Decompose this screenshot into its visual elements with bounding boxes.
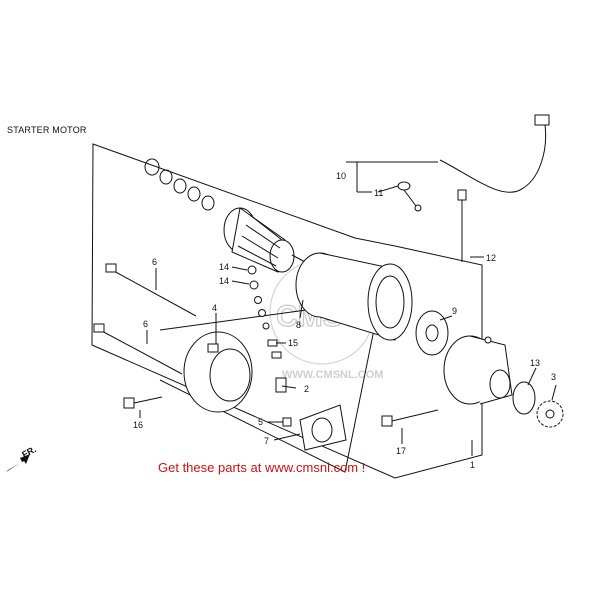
callout-16: 16 (133, 420, 143, 430)
leader-lines (139, 161, 557, 456)
callout-10: 10 (336, 171, 346, 181)
callout-11: 11 (374, 188, 383, 198)
brush-terminal (275, 377, 287, 393)
diagram-title: STARTER MOTOR (7, 125, 87, 135)
parts-link-banner[interactable]: Get these parts at www.cmsnl.com ! (158, 460, 366, 475)
callout-15: 15 (288, 338, 298, 348)
pinion-gear (536, 400, 564, 428)
motor-case (295, 252, 413, 341)
callout-14-top: 14 (219, 262, 229, 272)
through-bolts (93, 263, 197, 375)
thrust-washers (144, 158, 215, 211)
bolt-16 (123, 396, 163, 409)
callout-5: 5 (258, 417, 263, 427)
callout-4: 4 (212, 303, 217, 313)
callout-6-bottom: 6 (143, 319, 148, 329)
callout-12: 12 (486, 253, 496, 263)
callout-1: 1 (470, 460, 475, 470)
watermark-url: WWW.CMSNL.COM (282, 369, 383, 381)
callout-8: 8 (296, 320, 301, 330)
terminal-nut (397, 181, 422, 212)
o-ring (415, 310, 449, 356)
brush-group-frame (159, 299, 381, 473)
callout-6-top: 6 (152, 257, 157, 267)
brush (282, 417, 292, 427)
brush-plate (299, 404, 347, 451)
callout-2: 2 (304, 384, 309, 394)
callout-9: 9 (452, 306, 457, 316)
callout-7: 7 (264, 436, 269, 446)
callout-13: 13 (530, 358, 540, 368)
front-direction-indicator: FR. (6, 444, 38, 472)
direction-label: FR. (20, 444, 37, 460)
callout-17: 17 (396, 446, 406, 456)
rear-cover (183, 331, 253, 413)
armature (223, 207, 306, 273)
starter-cable (439, 114, 550, 262)
arrow-left-down-icon (6, 454, 30, 472)
callouts: 1 2 3 4 5 6 6 7 8 9 10 11 12 13 14 14 15… (133, 171, 556, 470)
bolt-17 (381, 409, 439, 427)
callout-3: 3 (551, 372, 556, 382)
callout-14-bottom: 14 (219, 276, 229, 286)
o-ring-small (512, 381, 536, 415)
front-cover (443, 335, 513, 405)
